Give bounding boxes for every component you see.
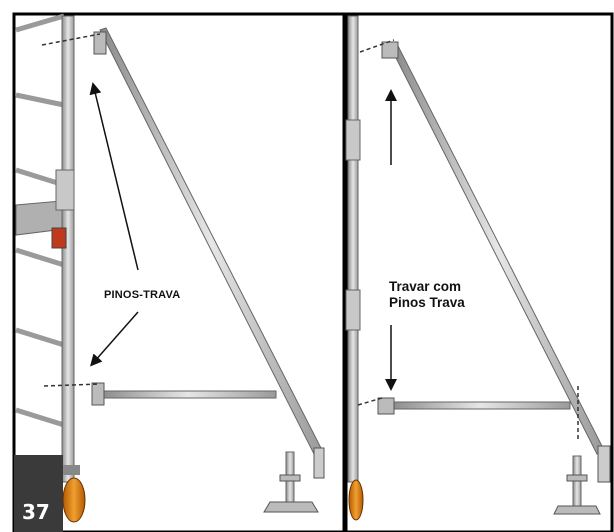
lock-instruction-text: Travar com Pinos Trava — [389, 279, 465, 311]
lock-instruction-line-1: Travar com — [389, 279, 462, 294]
right-ladder-frame — [345, 15, 364, 521]
right-base-jack — [553, 455, 601, 515]
left-lock-pin-markers — [41, 33, 101, 387]
right-panel-frame — [344, 12, 614, 532]
left-diagonal-brace — [93, 27, 325, 479]
right-horizontal-brace — [377, 397, 571, 415]
left-panel-frame — [12, 12, 346, 532]
page-number: 37 — [22, 500, 50, 524]
left-horizontal-brace — [91, 382, 277, 406]
page-number-badge — [14, 455, 63, 532]
lock-instruction-line-2: Pinos Trava — [389, 295, 465, 310]
lock-pins-callout-label: PINOS-TRAVA — [104, 289, 181, 301]
left-callout-arrows — [89, 82, 139, 367]
left-ladder-frame — [15, 13, 86, 523]
right-lock-pin-markers — [357, 39, 579, 440]
left-base-jack — [263, 451, 319, 513]
right-diagonal-brace — [381, 41, 611, 483]
